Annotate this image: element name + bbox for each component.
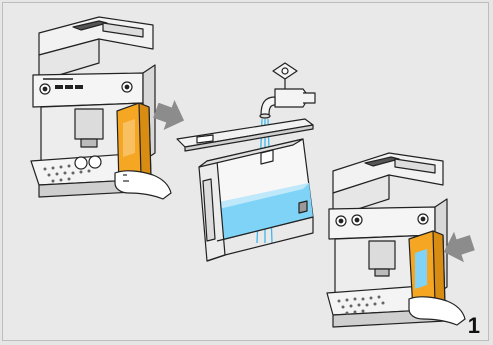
illustration-frame: 1 xyxy=(2,2,489,341)
water-tank-center xyxy=(199,139,313,261)
step-number: 1 xyxy=(468,315,480,337)
remove-arrow xyxy=(150,95,189,135)
instruction-illustration xyxy=(3,3,490,342)
faucet xyxy=(260,63,315,118)
hand-left xyxy=(115,171,171,199)
